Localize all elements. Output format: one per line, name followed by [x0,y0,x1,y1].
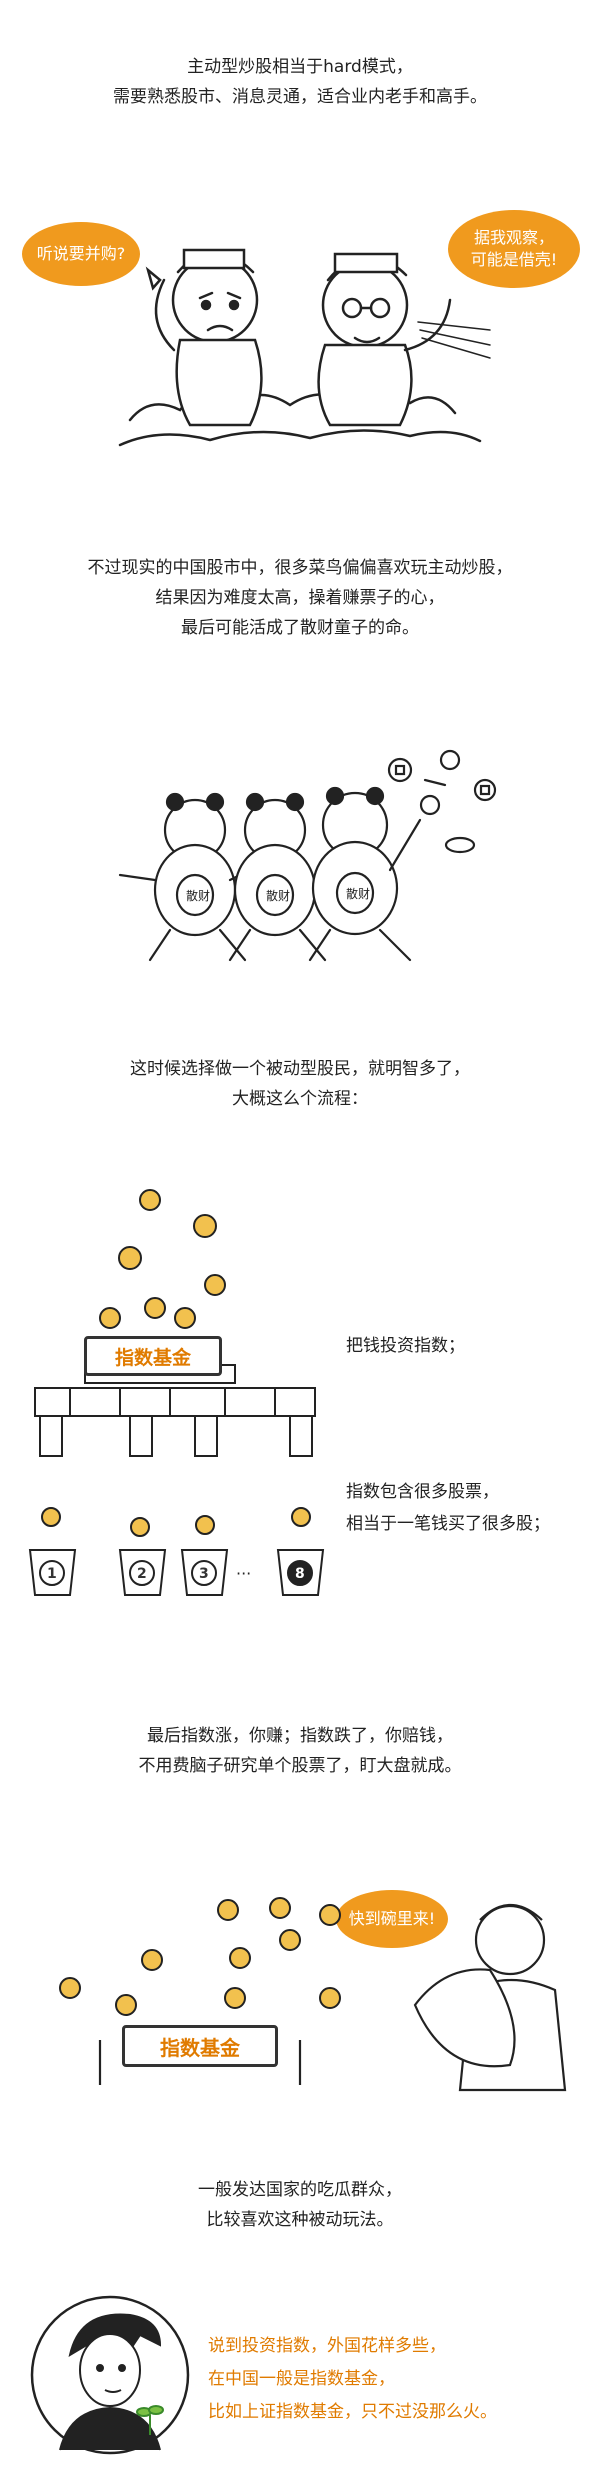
belly-label-1: 散财 [186,888,210,903]
note-invest-index: 把钱投资指数； [346,1336,465,1356]
note-index-line-2: 相当于一笔钱买了很多股； [346,1514,550,1534]
section2-text: 不过现实的中国股市中，很多菜鸟偏偏喜欢玩主动炒股， 结果因为难度太高，操着赚票子… [0,553,600,643]
author-avatar [30,2295,190,2455]
section5-line-1: 一般发达国家的吃瓜群众， [198,2180,402,2200]
coins-into-bowl-illustration [59,1897,567,2092]
speech-bubble-right: 据我观察， 可能是借壳! [448,210,580,288]
section3-line-1: 这时候选择做一个被动型股民，就明智多了， [130,1059,470,1079]
section4-line-1: 最后指数涨，你赚；指数跌了，你赔钱， [147,1726,453,1746]
bucket-ellipsis: ··· [236,1564,251,1583]
closing-line-2: 在中国一般是指数基金， [208,2369,395,2389]
section3-line-2: 大概这么个流程： [232,1089,368,1109]
index-fund-sign-2: 指数基金 [122,2025,278,2067]
speech-bubble-left: 听说要并购? [22,222,140,286]
intro-line-1: 主动型炒股相当于hard模式， [187,57,413,77]
intro-line-2: 需要熟悉股市、消息灵通，适合业内老手和高手。 [113,87,487,107]
closing-line-1: 说到投资指数，外国花样多些， [208,2336,446,2356]
bucket-2-label: 2 [137,1566,147,1582]
section5-text: 一般发达国家的吃瓜群众， 比较喜欢这种被动玩法。 [0,2175,600,2235]
section3-text: 这时候选择做一个被动型股民，就明智多了， 大概这么个流程： [0,1054,600,1114]
section4-line-2: 不用费脑子研究单个股票了，盯大盘就成。 [138,1756,462,1776]
note-index-line-1: 指数包含很多股票， [346,1482,499,1502]
section2-line-2: 结果因为难度太高，操着赚票子的心， [155,588,445,608]
closing-notes: 说到投资指数，外国花样多些， 在中国一般是指数基金， 比如上证指数基金，只不过没… [208,2330,497,2429]
closing-line-3: 比如上证指数基金，只不过没那么火。 [208,2402,497,2422]
scatter-money-kids-illustration: 散财 散财 散财 [118,749,497,962]
section4-text: 最后指数涨，你赚；指数跌了，你赔钱， 不用费脑子研究单个股票了，盯大盘就成。 [0,1721,600,1781]
index-fund-pipe-diagram [34,1189,316,1457]
belly-label-2: 散财 [266,888,290,903]
section5-line-2: 比较喜欢这种被动玩法。 [206,2210,394,2230]
bucket-8-label: 8 [295,1566,305,1582]
note-index-contains: 指数包含很多股票， 相当于一笔钱买了很多股； [346,1476,550,1540]
section2-line-3: 最后可能活成了散财童子的命。 [181,618,419,638]
stock-buckets: 1 2 3 8 ··· [28,1507,325,1596]
bucket-3-label: 3 [199,1566,209,1582]
section2-line-1: 不过现实的中国股市中，很多菜鸟偏偏喜欢玩主动炒股， [87,558,513,578]
bucket-1-label: 1 [47,1566,57,1582]
intro-text: 主动型炒股相当于hard模式， 需要熟悉股市、消息灵通，适合业内老手和高手。 [0,52,600,112]
belly-label-3: 散财 [346,886,370,901]
speech-bubble-bowl: 快到碗里来! [336,1890,448,1948]
two-investors-illustration [118,248,491,447]
index-fund-sign: 指数基金 [84,1336,222,1376]
